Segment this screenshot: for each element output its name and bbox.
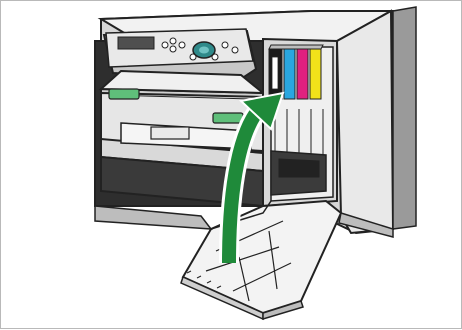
- cartridge-yellow: [310, 49, 321, 99]
- lcd-screen: [118, 37, 154, 49]
- green-tab-right: [213, 113, 243, 123]
- open-front-cover: [181, 201, 341, 319]
- cartridge-cyan: [284, 49, 295, 99]
- green-tab-left: [109, 89, 139, 99]
- cartridge-magenta: [297, 49, 308, 99]
